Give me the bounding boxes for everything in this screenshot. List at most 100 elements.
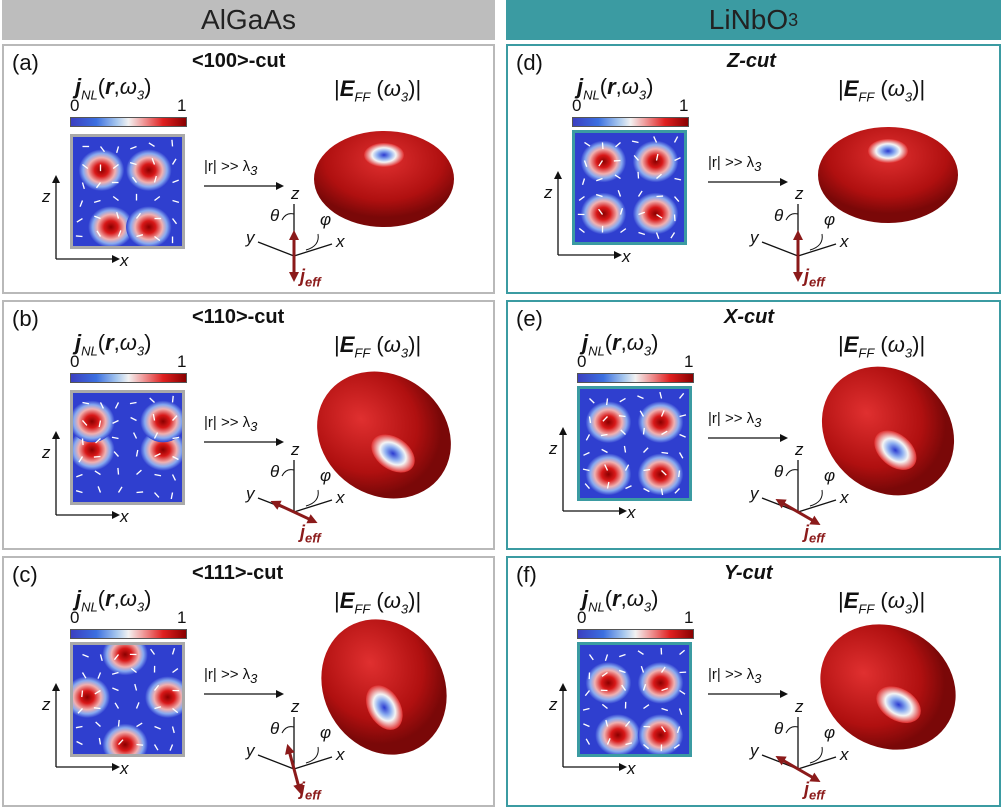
current-vector	[112, 163, 119, 170]
current-vector	[99, 402, 104, 409]
current-vector	[154, 706, 162, 710]
current-vector	[581, 178, 586, 186]
phi-label: φ	[824, 723, 836, 742]
phi-arc	[305, 746, 319, 764]
current-vector	[81, 690, 84, 698]
colorbar-max-label: 1	[177, 608, 187, 627]
current-vector	[76, 473, 83, 478]
current-vector	[154, 452, 161, 458]
current-vector	[621, 684, 627, 691]
jeff-label: jeff	[300, 522, 321, 546]
jeff-label: jeff	[300, 779, 321, 803]
colorbar	[577, 629, 694, 639]
current-vector	[93, 707, 101, 710]
far-field-pattern	[321, 619, 447, 755]
colorbar-min-label: 0	[577, 608, 587, 627]
z-axis-label: z	[544, 183, 553, 202]
x-axis-label: x	[627, 503, 636, 522]
current-hotspot	[126, 149, 172, 192]
current-vector	[589, 398, 595, 404]
current-vector	[96, 230, 102, 237]
jeff-label: jeff	[300, 266, 321, 290]
current-vector	[93, 455, 101, 458]
cut-title: Z-cut	[727, 50, 776, 72]
current-vector	[152, 413, 156, 421]
triad-y-label: y	[750, 228, 759, 247]
current-vector	[153, 744, 159, 751]
current-vector	[596, 177, 603, 182]
current-hotspot	[585, 662, 632, 704]
far-field-condition: |r| >> λ3	[708, 154, 762, 174]
current-vector	[131, 176, 138, 183]
colorbar	[70, 629, 187, 639]
colorbar	[572, 117, 689, 127]
cut-title: X-cut	[724, 306, 774, 328]
triad-x-label: x	[840, 232, 849, 251]
current-vector	[637, 190, 643, 197]
current-vector	[134, 683, 138, 691]
current-density-map	[577, 642, 692, 757]
current-vector	[136, 491, 144, 494]
current-vector	[660, 666, 666, 673]
current-vector	[113, 654, 120, 661]
triad-z-label: z	[795, 440, 804, 459]
current-vector	[171, 474, 177, 481]
far-field-title: |EFF (ω3)|	[334, 332, 422, 361]
current-vector	[76, 740, 83, 746]
current-vector	[81, 672, 87, 679]
current-vector	[136, 722, 143, 728]
current-vector	[578, 227, 585, 234]
current-vector	[93, 199, 101, 203]
current-vector	[678, 452, 684, 459]
current-vector	[172, 436, 180, 440]
current-vector	[679, 414, 687, 418]
far-field-condition: |r| >> λ3	[204, 414, 258, 434]
current-vector	[135, 449, 139, 457]
linbo3-title: LiNbO	[708, 4, 789, 35]
current-vector	[154, 492, 160, 498]
current-vector	[660, 726, 666, 733]
triad-z-label: z	[291, 440, 300, 459]
theta-label: θ	[270, 719, 280, 738]
current-hotspot	[140, 400, 182, 443]
triad-x	[797, 243, 837, 257]
current-density-map	[70, 390, 185, 505]
field-map-svg	[75, 139, 180, 246]
theta-arc	[785, 726, 799, 734]
triad-z-label: z	[795, 184, 804, 203]
colorbar-min-label: 0	[70, 608, 80, 627]
panel-label: (d)	[516, 50, 543, 75]
phi-arc	[305, 489, 319, 507]
panel-label: (e)	[516, 306, 543, 331]
current-density-title: jNL(r,ω3)	[75, 74, 152, 103]
far-field-title: |EFF (ω3)|	[838, 332, 926, 361]
current-vector	[602, 416, 608, 422]
current-vector	[95, 721, 101, 727]
panel-label: (f)	[516, 562, 537, 587]
far-field-pattern	[821, 366, 955, 496]
current-vector	[643, 447, 649, 453]
theta-label: θ	[774, 719, 784, 738]
field-map-svg	[582, 647, 687, 754]
current-hotspot	[78, 149, 125, 192]
current-vector	[97, 486, 102, 493]
far-field-pattern	[314, 131, 454, 227]
jeff-vector	[778, 499, 818, 525]
current-vector	[583, 723, 590, 728]
current-vector	[82, 163, 89, 170]
current-vector	[606, 481, 610, 489]
x-axis-label: x	[120, 759, 129, 778]
current-vector	[655, 232, 660, 239]
current-vector	[601, 703, 608, 710]
current-vector	[129, 401, 137, 405]
colorbar-max-label: 1	[684, 608, 694, 627]
current-vector	[661, 707, 669, 712]
current-vector	[633, 155, 640, 161]
current-vector	[154, 195, 161, 202]
current-vector	[81, 420, 88, 426]
current-vector	[673, 136, 679, 143]
current-vector	[99, 654, 103, 662]
current-vector	[624, 464, 630, 471]
